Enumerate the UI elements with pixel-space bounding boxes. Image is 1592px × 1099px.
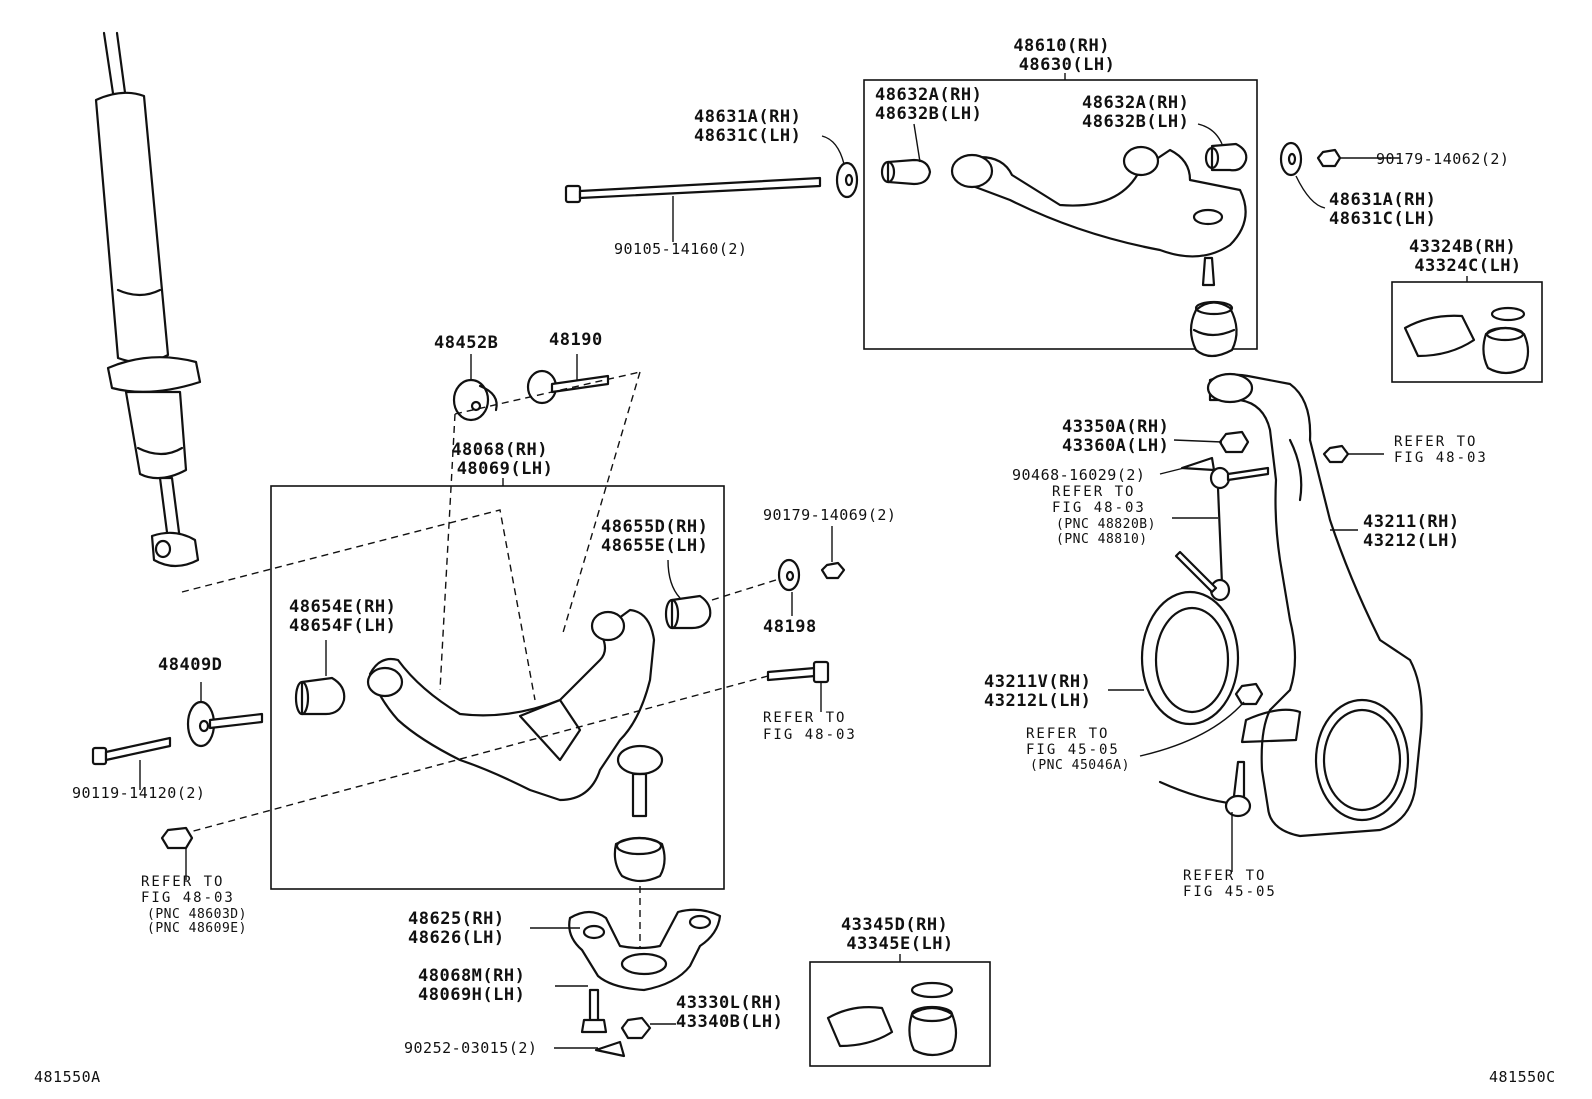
lower-boot-kit-illustration [826,981,958,1057]
upper-arm-illustration [880,142,1248,358]
stab-nut-label: 43350A(RH) 43360A(LH) [1062,417,1180,456]
cam-plate-illustration [452,378,498,422]
upper-bolt-label: 90105-14160(2) [614,240,747,258]
upper-nut-illustration [1316,148,1342,168]
tie-rod-illustration [1158,760,1252,818]
leader-lower-bushing-right [667,559,681,599]
lower-bushing-right-label: 48655D(RH) 48655E(LH) [601,517,719,556]
upper-bushing-right-label: 48632A(RH) 48632B(LH) [1082,93,1200,132]
leader-upper-washer-right [1295,175,1326,209]
knuckle-label: 43211(RH) 43212(LH) [1363,512,1470,551]
lower-bushing-dash-line [711,579,777,601]
cam-plate-label: 48452B [434,333,498,353]
lower-nut-illustration [820,561,846,580]
ref-lower-nut-pnc: (PNC 48603D) (PNC 48609E) [147,907,255,936]
lower-washer-label: 48198 [763,617,817,637]
lower-nut-ref-illustration [160,826,194,850]
shock-absorber-illustration [94,31,202,568]
lower-bushing-left-label: 48654E(RH) 48654F(LH) [289,597,407,636]
stab-link-illustration [1174,466,1270,602]
lower-boot-kit-label: 43345D(RH) 43345E(LH) [841,915,959,954]
ref-stab-link-pnc: (PNC 48820B) (PNC 48810) [1056,517,1164,547]
leader-upper-bushing-left [913,123,921,163]
ref-lower-nut-note: REFER TO FIG 48-03 [141,874,235,906]
upper-bolt-illustration [564,176,822,204]
cam-washer-illustration [186,700,264,748]
hub-nut-illustration [1234,682,1264,706]
cam-dash-line-2 [561,371,641,637]
cam-dash-line [439,413,456,691]
upper-washer-right-illustration [1279,141,1303,177]
upper-cotter-pin-label: 90468-16029(2) [1012,466,1145,484]
shock-dash-line [181,509,536,701]
upper-boot-kit-label: 43324B(RH) 43324C(LH) [1409,237,1527,276]
cam-washer-label: 48409D [158,655,222,675]
ball-joint-nut-label: 43330L(RH) 43340B(LH) [676,993,794,1032]
oil-seal-label: 43211V(RH) 43212L(LH) [984,672,1102,711]
leader-upper-cotter-pin [1159,467,1185,475]
upper-washer-left-label: 48631A(RH) 48631C(LH) [694,107,812,146]
upper-boot-kit-illustration [1403,306,1530,375]
oil-seal-illustration [1140,590,1240,726]
upper-arm-frame [863,79,1258,350]
knuckle-bolt-dash-line [174,675,769,837]
cam-dash-line-3 [454,371,641,415]
lower-bushing-left-illustration [294,676,346,716]
upper-cotter-pin-illustration [1180,456,1216,472]
leader-hub-nut [1139,701,1245,757]
cam-bolt-label: 48190 [549,330,603,350]
bracket-bolt-illustration [580,988,608,1034]
lower-washer-illustration [777,558,801,592]
knuckle-bolt-ref-illustration [1322,444,1350,464]
ref-knuckle-bolt-note: REFER TO FIG 48-03 [763,710,857,743]
ref-stab-link-note: REFER TO FIG 48-03 [1052,484,1146,516]
footer-code-left: 481550A [34,1068,101,1086]
footer-code-right: 481550C [1489,1068,1556,1086]
lower-cotter-pin-label: 90252-03015(2) [404,1039,537,1057]
lower-nut-label: 90179-14069(2) [763,506,896,524]
leader-upper-washer-left [821,135,845,165]
ball-joint-bracket-illustration [568,908,722,992]
lower-arm-frame [270,485,725,890]
upper-arm-label: 48610(RH) 48630(LH) [1013,36,1120,75]
upper-washer-left-illustration [835,161,859,199]
lower-arm-label: 48068(RH) 48069(LH) [451,440,558,479]
upper-nut-label: 90179-14062(2) [1376,150,1509,168]
ref-tie-rod-note: REFER TO FIG 45-05 [1183,868,1277,900]
bracket-label: 48625(RH) 48626(LH) [408,909,515,948]
stab-nut-illustration [1218,430,1250,454]
lower-bolt-label: 90119-14120(2) [72,784,205,802]
ref-lower-bolt-note: REFER TO FIG 48-03 [1394,434,1488,466]
lower-cotter-pin-illustration [594,1040,626,1058]
upper-bushing-left-label: 48632A(RH) 48632B(LH) [875,85,993,124]
ball-joint-nut-illustration [620,1016,652,1040]
bracket-bolt-label: 48068M(RH) 48069H(LH) [418,966,536,1005]
lower-arm-illustration [366,608,664,818]
ref-hub-nut-note: REFER TO FIG 45-05 [1026,726,1120,758]
lower-bushing-right-illustration [664,594,712,630]
knuckle-bolt-illustration [766,660,830,684]
leader-stab-nut [1173,439,1223,443]
lower-ball-joint-boot-illustration [613,836,666,883]
upper-washer-right-label: 48631A(RH) 48631C(LH) [1329,190,1447,229]
knuckle-illustration [1206,372,1423,838]
leader-upper-bushing-right [1197,123,1223,145]
ref-hub-nut-pnc: (PNC 45046A) [1030,758,1130,773]
cam-bolt-illustration [526,369,610,405]
lower-bolt-illustration [91,736,172,766]
